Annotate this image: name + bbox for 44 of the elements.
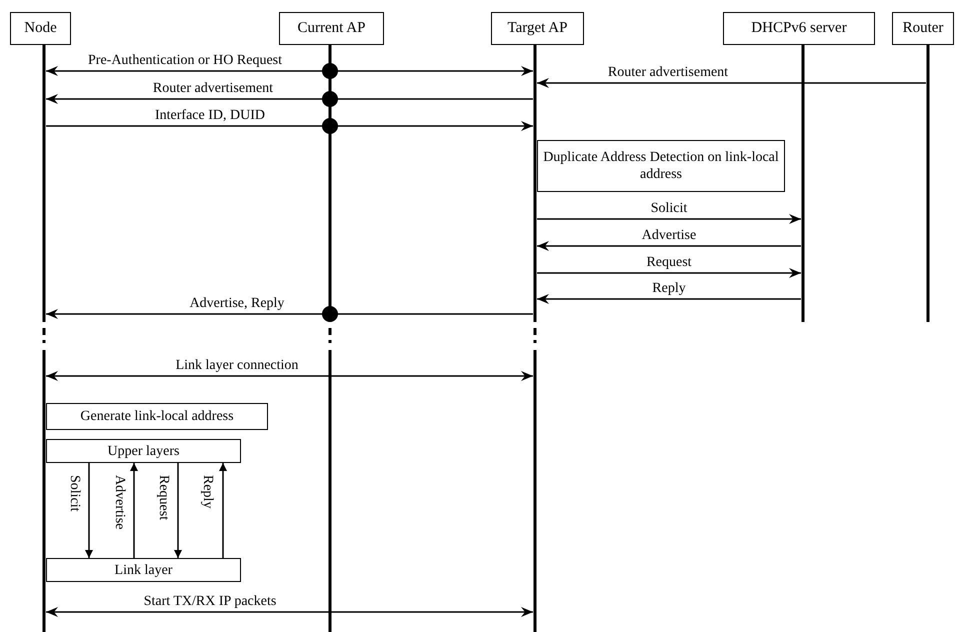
edge-label: Reply <box>652 281 686 297</box>
edge-label: Advertise <box>111 475 127 530</box>
edge-label: Pre-Authentication or HO Request <box>88 53 282 69</box>
arrow <box>46 66 533 76</box>
lifeline <box>42 45 46 632</box>
edge-label: Solicit <box>66 475 82 512</box>
process-box: Link layer <box>46 558 241 582</box>
arrow <box>46 607 533 617</box>
lifeline <box>533 45 537 632</box>
process-box: Generate link-local address <box>46 403 268 430</box>
arrow <box>174 463 182 558</box>
process-box: Upper layers <box>46 439 241 463</box>
edge-label: Start TX/RX IP packets <box>144 594 276 610</box>
edge-label: Advertise, Reply <box>190 296 284 312</box>
edge-label: Advertise <box>642 228 696 244</box>
arrow <box>46 309 533 319</box>
arrow <box>219 463 227 558</box>
arrow <box>537 78 926 88</box>
arrow <box>537 214 801 224</box>
arrow <box>537 241 801 251</box>
arrow <box>537 294 801 304</box>
participant-box: Router <box>892 12 954 45</box>
process-box: Duplicate Address Detection on link-local address <box>537 140 785 192</box>
arrow <box>537 268 801 278</box>
arrow <box>85 463 93 558</box>
edge-label: Request <box>155 475 171 520</box>
participant-box: Current AP <box>279 12 384 45</box>
edge-label: Request <box>646 255 692 271</box>
arrow <box>46 121 533 131</box>
arrow <box>46 94 533 104</box>
edge-label: Link layer connection <box>176 358 298 374</box>
lifeline <box>926 45 930 322</box>
lifeline <box>801 45 805 322</box>
edge-label: Reply <box>199 475 215 508</box>
edge-label: Solicit <box>650 201 688 217</box>
arrow <box>46 371 533 381</box>
participant-box: Node <box>10 12 71 45</box>
participant-box: DHCPv6 server <box>723 12 875 45</box>
arrow <box>130 463 138 558</box>
edge-label: Router advertisement <box>608 65 728 81</box>
lifeline <box>328 45 332 632</box>
edge-label: Interface ID, DUID <box>155 108 265 124</box>
edge-label: Router advertisement <box>152 81 274 97</box>
participant-box: Target AP <box>491 12 584 45</box>
